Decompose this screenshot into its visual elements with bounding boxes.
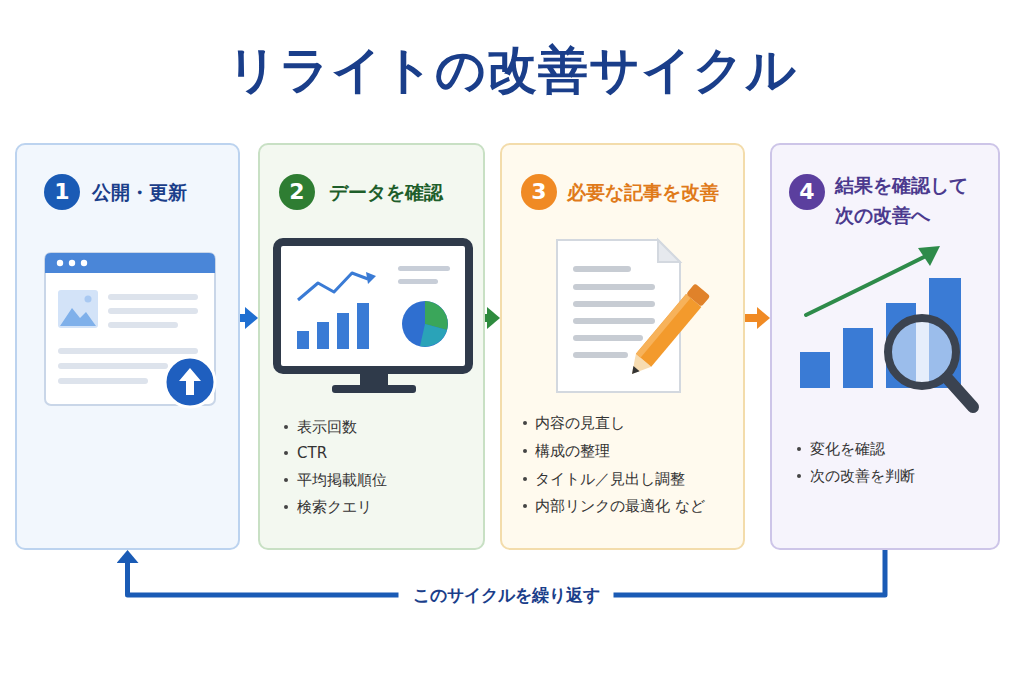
- document-illustration: [557, 240, 710, 392]
- step-number: 3: [521, 174, 557, 210]
- bullet-dot: [523, 477, 527, 481]
- bullet-dot: [523, 504, 527, 508]
- step-panel: 公開・更新 1: [15, 143, 240, 550]
- step-number: 1: [44, 174, 80, 210]
- bullet-item: 次の改善を判断: [810, 466, 996, 486]
- bullet-dot: [284, 425, 288, 429]
- flow-arrow: [745, 314, 757, 322]
- loop-arrow: [128, 550, 886, 595]
- step-number: 4: [789, 174, 825, 210]
- bullet-dot: [284, 505, 288, 509]
- bullet-item: 変化を確認: [810, 439, 996, 459]
- bullet-dot: [523, 421, 527, 425]
- flow-arrow: [485, 314, 487, 322]
- diagram-title: リライトの改善サイクル: [0, 38, 1024, 102]
- step-heading: 結果を確認して 次の改善へ: [835, 170, 980, 230]
- bullet-dot: [284, 478, 288, 482]
- step-panel: 結果を確認して 次の改善へ変化を確認次の改善を判断 4: [770, 143, 1000, 550]
- step-number-text: 1: [54, 180, 69, 204]
- flow-arrow: [240, 314, 245, 322]
- step-number-text: 4: [799, 180, 814, 204]
- bullet-item: 検索クエリ: [297, 497, 481, 517]
- bullet-item: 内容の見直し: [535, 413, 741, 433]
- bullet-dot: [523, 449, 527, 453]
- step-number-text: 2: [289, 180, 304, 204]
- bullet-item: 構成の整理: [535, 441, 741, 461]
- bullet-item: タイトル／見出し調整: [535, 469, 741, 489]
- growth-illustration: [800, 246, 973, 407]
- step-heading: 公開・更新: [92, 180, 232, 204]
- bullet-item: CTR: [297, 443, 481, 463]
- step-number: 2: [279, 174, 315, 210]
- bullet-item: 表示回数: [297, 417, 481, 437]
- browser-illustration: [45, 253, 215, 407]
- edge-label: このサイクルを繰り返す: [399, 583, 614, 607]
- step-panel: 必要な記事を改善内容の見直し構成の整理タイトル／見出し調整内部リンクの最適化 な…: [500, 143, 745, 550]
- bullet-item: 内部リンクの最適化 など: [535, 496, 741, 516]
- monitor-illustration: [277, 242, 469, 393]
- step-heading: データを確認: [329, 180, 479, 204]
- bullet-dot: [797, 474, 801, 478]
- bullet-dot: [284, 451, 288, 455]
- bullet-item: 平均掲載順位: [297, 470, 481, 490]
- step-panel: データを確認表示回数 CTR 平均掲載順位検索クエリ 2: [258, 143, 485, 550]
- step-heading: 必要な記事を改善: [567, 180, 742, 204]
- bullet-dot: [797, 447, 801, 451]
- step-number-text: 3: [531, 180, 546, 204]
